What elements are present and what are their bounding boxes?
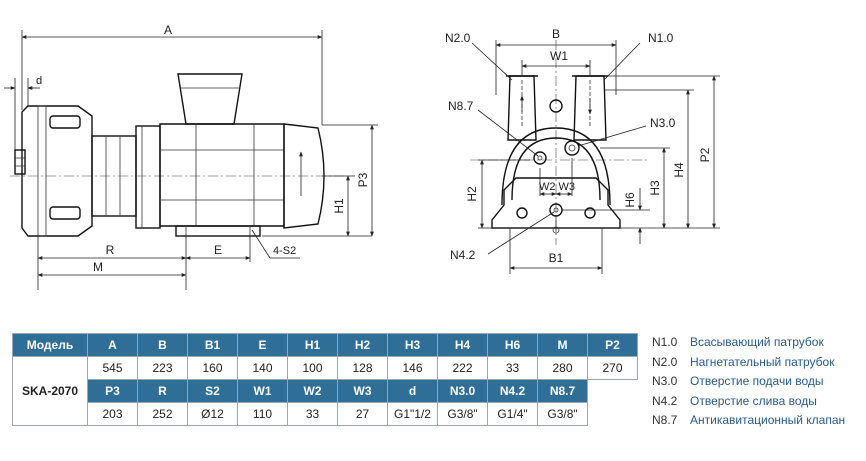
spec-values-row-1: SKA-2070 545 223 160 140 100 128 146 222… bbox=[12, 356, 638, 426]
legend-item: N3.0 Отверстие подачи воды bbox=[652, 372, 845, 392]
value-cell: 110 bbox=[237, 402, 288, 426]
dim-label-d: d bbox=[36, 75, 42, 87]
dim-label-h6: H6 bbox=[623, 192, 637, 208]
label-w2-w3: W2 W3 bbox=[539, 181, 575, 193]
header-cell: N8.7 bbox=[537, 379, 588, 403]
legend-text: Антикавитационный клапан bbox=[690, 413, 846, 427]
header-cell: d bbox=[387, 379, 438, 403]
legend-item: N1.0 Всасывающий патрубок bbox=[652, 333, 845, 353]
label-n42: N4.2 bbox=[450, 248, 476, 262]
value-cell: 33 bbox=[287, 402, 338, 426]
dim-label-h3: H3 bbox=[648, 180, 662, 196]
header-cell: N3.0 bbox=[437, 379, 488, 403]
spec-values-row-2: 203 252 Ø12 110 33 27 G1"1/2 G3/8" G1/4"… bbox=[13, 402, 638, 426]
legend-text: Отверстие слива воды bbox=[690, 393, 817, 408]
value-cell: 223 bbox=[137, 356, 188, 380]
dim-label-b: B bbox=[552, 27, 560, 41]
header-cell: H4 bbox=[437, 333, 488, 357]
header-cell: W1 bbox=[237, 379, 288, 403]
label-n87: N8.7 bbox=[448, 99, 474, 113]
header-cell: E bbox=[237, 333, 288, 357]
legend-code: N1.0 bbox=[652, 335, 678, 349]
value-cell: 100 bbox=[287, 356, 338, 380]
header-cell: P2 bbox=[587, 333, 638, 357]
empty-cell bbox=[588, 380, 638, 403]
legend-text: Отверстие подачи воды bbox=[690, 374, 824, 388]
header-cell: A bbox=[87, 333, 138, 357]
legend-code: N8.7 bbox=[652, 413, 678, 427]
label-n10: N1.0 bbox=[648, 31, 674, 45]
legend-item: N4.2 Отверстие слива воды bbox=[652, 392, 845, 412]
dim-label-h1: H1 bbox=[332, 198, 346, 214]
side-view: A d R E M 4-S2 H1 P3 bbox=[4, 23, 378, 290]
header-cell: H6 bbox=[487, 333, 538, 357]
value-cell: 33 bbox=[487, 356, 538, 380]
dim-label-w1: W1 bbox=[550, 49, 568, 63]
value-cell: 252 bbox=[137, 402, 188, 426]
value-cell: 222 bbox=[437, 356, 488, 380]
dim-label-a: A bbox=[164, 23, 172, 37]
dim-label-b1: B1 bbox=[549, 251, 564, 265]
dim-label-r: R bbox=[106, 243, 115, 257]
connection-legend: N1.0 Всасывающий патрубок N2.0 Нагнетатель… bbox=[652, 333, 845, 431]
header-cell: Модель bbox=[12, 333, 88, 357]
front-view: B W1 N2.0 N1.0 N8.7 N3.0 N4.2 W2 W3 H2 H… bbox=[445, 27, 720, 274]
legend-text: Нагнетательный патрубок bbox=[690, 354, 835, 369]
legend-text: Всасывающий патрубок bbox=[690, 335, 824, 349]
value-cell: 280 bbox=[537, 356, 588, 380]
header-cell: B bbox=[137, 333, 188, 357]
label-n30: N3.0 bbox=[650, 116, 676, 130]
legend-code: N2.0 bbox=[652, 354, 678, 369]
dim-label-p2: P2 bbox=[698, 147, 712, 162]
spec-header-row-2: P3 R S2 W1 W2 W3 d N3.0 N4.2 N8.7 bbox=[13, 379, 638, 403]
empty-cell bbox=[588, 403, 638, 426]
value-cell: G3/8" bbox=[537, 402, 588, 426]
legend-code: N3.0 bbox=[652, 374, 678, 388]
value-cell: 160 bbox=[187, 356, 238, 380]
dim-label-e: E bbox=[214, 243, 222, 257]
value-cell: 545 bbox=[87, 356, 138, 380]
header-cell: P3 bbox=[87, 379, 138, 403]
model-cell: SKA-2070 bbox=[12, 356, 88, 426]
value-cell: G1/4" bbox=[487, 402, 538, 426]
dim-label-m: M bbox=[93, 260, 103, 274]
value-cell: 203 bbox=[87, 402, 138, 426]
header-cell: B1 bbox=[187, 333, 238, 357]
label-n20: N2.0 bbox=[445, 31, 471, 45]
value-cell: Ø12 bbox=[187, 402, 238, 426]
dim-label-p3: P3 bbox=[356, 172, 370, 187]
header-cell: H2 bbox=[337, 333, 388, 357]
dim-label-s2: 4-S2 bbox=[273, 245, 296, 257]
dim-label-h4: H4 bbox=[672, 162, 686, 178]
spec-header-row-1: Модель A B B1 E H1 H2 H3 H4 H6 M P2 bbox=[12, 333, 638, 357]
legend-code: N4.2 bbox=[652, 393, 678, 408]
header-cell: M bbox=[537, 333, 588, 357]
header-cell: W3 bbox=[337, 379, 388, 403]
spec-table: Модель A B B1 E H1 H2 H3 H4 H6 M P2 SKA-… bbox=[12, 333, 638, 426]
value-cell: 270 bbox=[587, 356, 638, 380]
value-cell: 128 bbox=[337, 356, 388, 380]
value-cell: 146 bbox=[387, 356, 438, 380]
dim-label-h2: H2 bbox=[465, 186, 479, 202]
header-cell: H1 bbox=[287, 333, 338, 357]
value-cell: G1"1/2 bbox=[387, 402, 438, 426]
header-cell: H3 bbox=[387, 333, 438, 357]
value-cell: G3/8" bbox=[437, 402, 488, 426]
header-cell: R bbox=[137, 379, 188, 403]
header-cell: S2 bbox=[187, 379, 238, 403]
value-cell: 27 bbox=[337, 402, 388, 426]
legend-item: N2.0 Нагнетательный патрубок bbox=[652, 353, 845, 373]
legend-item: N8.7 Антикавитационный клапан bbox=[652, 411, 845, 431]
value-cell: 140 bbox=[237, 356, 288, 380]
pump-drawing: A d R E M 4-S2 H1 P3 bbox=[4, 23, 720, 290]
header-cell: N4.2 bbox=[487, 379, 538, 403]
header-cell: W2 bbox=[287, 379, 338, 403]
